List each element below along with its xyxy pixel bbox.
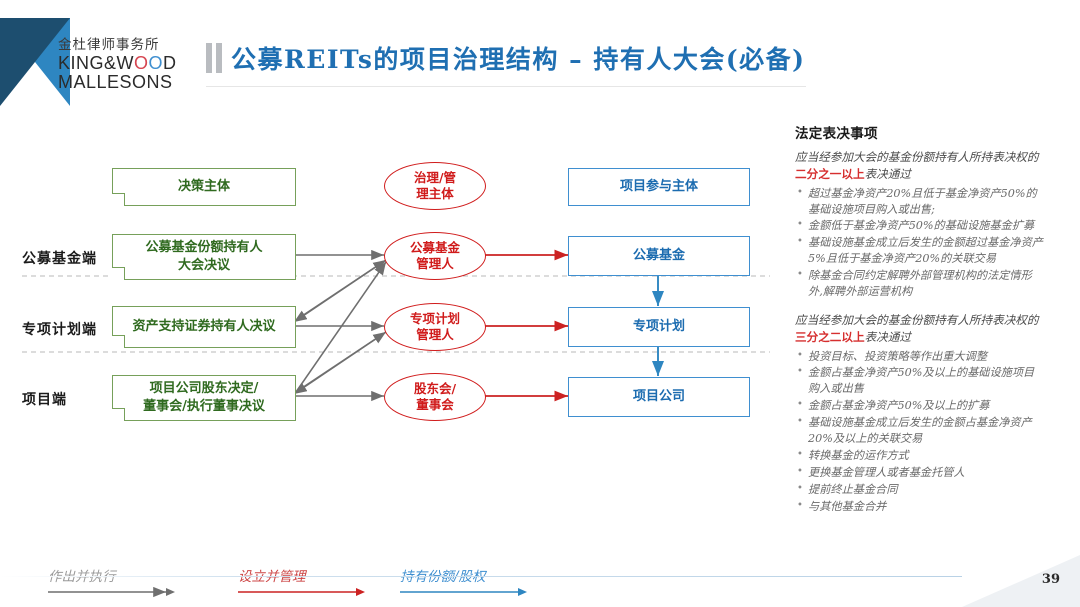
brand-en-part-b: D [163, 52, 177, 73]
list-item: 转换基金的运作方式 [797, 448, 1043, 464]
governance-ellipse-plan-manager: 专项计划 管理人 [384, 303, 486, 351]
decision-box-project: 项目公司股东决定/ 董事会/执行董事决议 [111, 375, 296, 422]
kwm-triangle-logo-icon [0, 18, 70, 106]
panel-section2-lead-post: 表决通过 [864, 329, 911, 344]
pentagon-notch-icon [111, 193, 125, 207]
statutory-resolutions-panel: 法定表决事项 应当经参加大会的基金份额持有人所持表决权的二分之一以上表决通过 超… [795, 122, 1043, 524]
pentagon-notch-icon [111, 408, 125, 422]
decision-box-project-line1: 项目公司股东决定/ [149, 381, 259, 397]
row-label-fund: 公募基金端 [22, 251, 97, 267]
list-item: 更换基金管理人或者基金托管人 [797, 465, 1043, 481]
column-header-decision-label: 决策主体 [177, 179, 230, 195]
legend-arrow-gray-icon [48, 586, 175, 598]
header-divider [206, 86, 806, 87]
panel-section1-lead: 应当经参加大会的基金份额持有人所持表决权的二分之一以上表决通过 [795, 149, 1043, 183]
legend-arrow-blue-icon [400, 588, 527, 596]
brand-name-en-line2: MALLESONS [58, 71, 173, 92]
list-item: 金额占基金净资产50%及以上的基础设施项目购入或出售 [797, 365, 1043, 397]
participant-box-plan: 专项计划 [568, 307, 750, 347]
governance-ellipse-shareholders-line1: 股东会/ [413, 380, 457, 396]
list-item: 除基金合同约定解聘外部管理机构的法定情形外,解聘外部运营机构 [797, 268, 1043, 300]
legend-arrow-red-icon [238, 588, 365, 596]
legend-item-holding: 持有份额/股权 [400, 565, 530, 604]
list-item: 金额占基金净资产50%及以上的扩募 [797, 398, 1043, 414]
legend-item-establish-label: 设立并管理 [238, 569, 306, 585]
page-title: 公募REITs的项目治理结构 – 持有人大会(必备) [206, 40, 805, 76]
column-header-participants: 项目参与主体 [568, 168, 750, 206]
governance-ellipse-shareholders-line2: 董事会 [416, 397, 454, 412]
column-header-decision: 决策主体 [111, 168, 296, 207]
panel-section2-lead: 应当经参加大会的基金份额持有人所持表决权的三分之二以上表决通过 [795, 312, 1043, 346]
decision-box-project-line2: 董事会/执行董事决议 [143, 399, 265, 414]
governance-ellipse-fund-manager: 公募基金 管理人 [384, 232, 486, 280]
participant-box-fund: 公募基金 [568, 236, 750, 276]
row-label-plan: 专项计划端 [22, 322, 97, 338]
pentagon-notch-icon [111, 335, 125, 349]
panel-section2-lead-pre: 应当经参加大会的基金份额持有人所持表决权的 [795, 312, 1039, 327]
panel-section1-lead-highlight: 二分之一以上 [795, 166, 865, 181]
governance-ellipse-plan-manager-line2: 管理人 [416, 327, 454, 342]
governance-diagram: 决策主体 治理/管 理主体 项目参与主体 公募基金端 公募基金份额持有人 大会决… [0, 110, 790, 598]
panel-section1-lead-post: 表决通过 [864, 166, 911, 181]
decision-box-fund-line2: 大会决议 [177, 258, 230, 273]
page-number: 39 [1041, 572, 1060, 587]
panel-section1-list: 超过基金净资产20%且低于基金净资产50%的基础设施项目购入或出售; 金额低于基… [795, 186, 1043, 300]
brand-logo: 金杜律师事务所 KING&WOOD MALLESONS [58, 37, 193, 92]
column-header-governance: 治理/管 理主体 [384, 162, 486, 210]
brand-name-en-line1: KING&WOOD [58, 52, 193, 73]
list-item: 基础设施基金成立后发生的金额占基金净资产20%及以上的关联交易 [797, 415, 1043, 447]
pentagon-notch-icon [111, 267, 125, 281]
brand-name-cn: 金杜律师事务所 [58, 37, 160, 53]
footer-divider [0, 576, 962, 577]
title-accent-bars-icon [206, 43, 222, 73]
list-item: 投资目标、投资策略等作出重大调整 [797, 349, 1043, 365]
brand-en-ring-blue: O [148, 52, 164, 73]
legend-item-holding-label: 持有份额/股权 [400, 569, 486, 585]
participant-box-fund-label: 公募基金 [632, 248, 685, 264]
diagram-connectors [22, 249, 770, 402]
panel-section1-lead-pre: 应当经参加大会的基金份额持有人所持表决权的 [795, 150, 1039, 164]
decision-box-fund-line1: 公募基金份额持有人 [145, 240, 263, 256]
column-header-governance-line1: 治理/管 [413, 169, 457, 185]
column-header-governance-line2: 理主体 [416, 186, 454, 201]
list-item: 基础设施基金成立后发生的金额超过基金净资产5%且低于基金净资产20%的关联交易 [797, 235, 1043, 267]
corner-decoration [962, 555, 1080, 607]
panel-section2-list: 投资目标、投资策略等作出重大调整 金额占基金净资产50%及以上的基础设施项目购入… [795, 349, 1043, 515]
brand-en-ring-red: O [134, 52, 149, 73]
governance-ellipse-shareholders: 股东会/ 董事会 [384, 373, 486, 421]
list-item: 超过基金净资产20%且低于基金净资产50%的基础设施项目购入或出售; [797, 186, 1043, 218]
list-item: 与其他基金合并 [797, 499, 1043, 515]
page-title-text: 公募REITs的项目治理结构 – 持有人大会(必备) [231, 45, 806, 74]
list-item: 金额低于基金净资产50%的基础设施基金扩募 [797, 218, 1043, 234]
legend-item-execute: 作出并执行 [48, 565, 178, 604]
governance-ellipse-fund-manager-line2: 管理人 [416, 256, 454, 271]
participant-box-project: 项目公司 [568, 377, 750, 417]
row-label-project: 项目端 [22, 392, 67, 408]
legend-item-establish: 设立并管理 [238, 565, 368, 604]
participant-box-project-label: 项目公司 [632, 389, 685, 405]
panel-heading: 法定表决事项 [795, 126, 878, 142]
column-header-participants-label: 项目参与主体 [619, 179, 698, 195]
governance-ellipse-fund-manager-line1: 公募基金 [409, 239, 460, 255]
participant-box-plan-label: 专项计划 [632, 319, 685, 335]
decision-box-plan: 资产支持证券持有人决议 [111, 306, 296, 349]
governance-ellipse-plan-manager-line1: 专项计划 [409, 310, 460, 326]
decision-box-plan-line1: 资产支持证券持有人决议 [132, 319, 276, 335]
diagram-legend: 作出并执行 设立并管理 持有份额/股权 [0, 565, 790, 607]
legend-item-execute-label: 作出并执行 [48, 569, 116, 585]
panel-section2-lead-highlight: 三分之二以上 [795, 329, 865, 344]
decision-box-fund: 公募基金份额持有人 大会决议 [111, 234, 296, 281]
brand-en-part-a: KING&W [58, 52, 135, 73]
list-item: 提前终止基金合同 [797, 482, 1043, 498]
